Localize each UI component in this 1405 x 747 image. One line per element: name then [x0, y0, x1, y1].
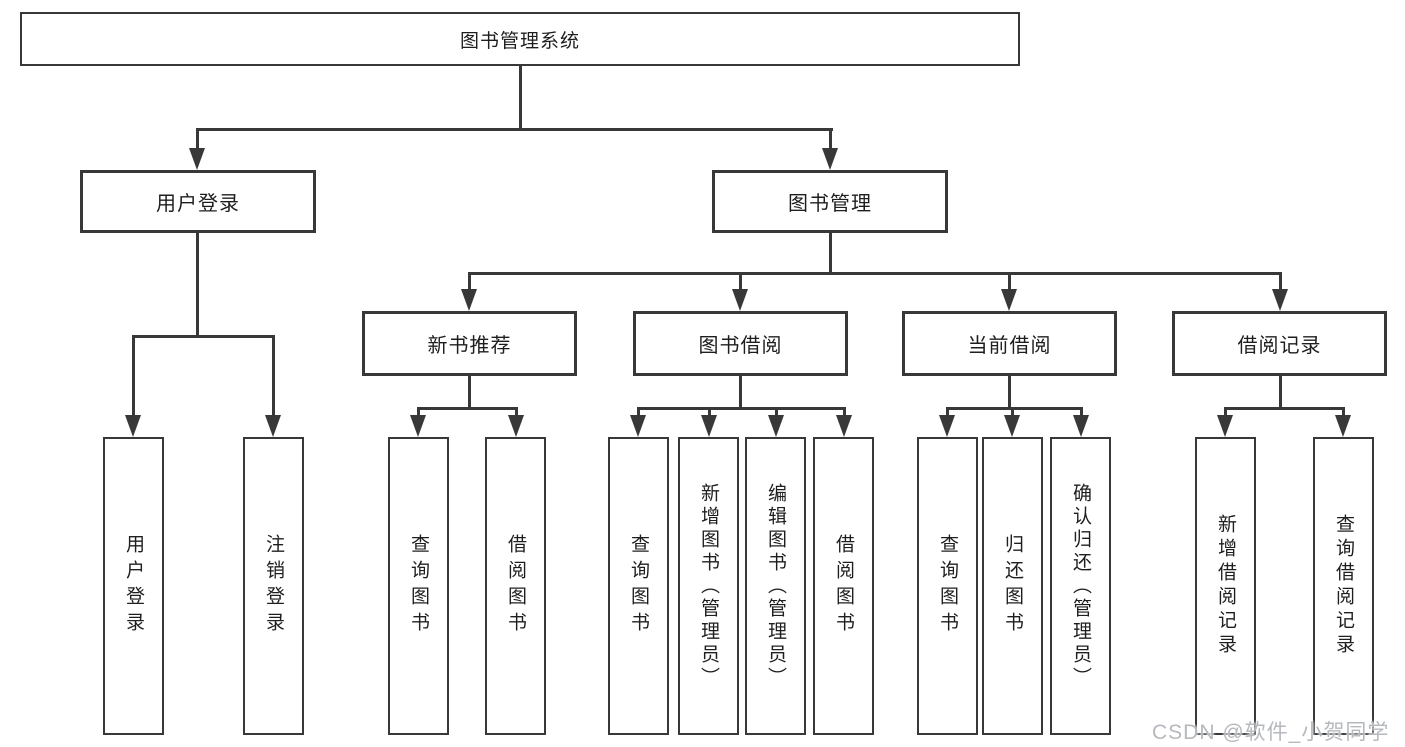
connector-borrow-vline [739, 376, 742, 409]
node-label: 图书管理系统 [459, 30, 580, 52]
connector-records-vline [1279, 376, 1282, 409]
node-label: 查询图书 [937, 534, 958, 638]
node-edit-books-admin: 编辑图书（管理员） [745, 437, 806, 735]
node-label: 借阅图书 [833, 534, 854, 638]
node-query-books-borrow: 查询图书 [608, 437, 669, 735]
node-label: 编辑图书（管理员） [765, 482, 786, 690]
connector-stub [1080, 407, 1083, 417]
node-label: 归还图书 [1002, 534, 1023, 638]
node-label: 图书借阅 [698, 335, 783, 357]
arrow-to-query-record [1335, 415, 1351, 437]
csdn-watermark: CSDN @软件_小贺同学 [1152, 721, 1390, 744]
node-label: 图书管理 [788, 193, 872, 215]
node-borrow-books-recommend: 借阅图书 [485, 437, 546, 735]
connector-stub-recommend [468, 272, 471, 291]
node-logout: 注销登录 [243, 437, 304, 735]
connector-stub [1011, 407, 1014, 417]
node-library-system-root: 图书管理系统 [20, 12, 1020, 66]
connector-stub-current [1008, 272, 1011, 291]
node-label: 用户登录 [156, 193, 240, 215]
node-query-books-recommend: 查询图书 [388, 437, 449, 735]
node-label: 确认归还（管理员） [1070, 482, 1091, 690]
node-label: 用户登录 [123, 534, 144, 638]
node-label: 新书推荐 [427, 335, 512, 357]
connector-stub [775, 407, 778, 417]
node-label: 借阅图书 [505, 534, 526, 638]
arrow-to-current [1001, 289, 1017, 311]
connector-borrow-bus [637, 407, 846, 410]
node-borrow-books-action: 借阅图书 [813, 437, 874, 735]
arrow-to-book-mgmt [822, 148, 838, 170]
node-add-books-admin: 新增图书（管理员） [678, 437, 739, 735]
node-return-books: 归还图书 [982, 437, 1043, 735]
connector-stub [1224, 407, 1227, 417]
node-new-book-recommend: 新书推荐 [362, 311, 577, 376]
connector-records-bus [1224, 407, 1345, 410]
arrow-to-add-books [701, 415, 717, 437]
connector-stub [708, 407, 711, 417]
node-current-borrowing: 当前借阅 [902, 311, 1117, 376]
arrow-to-return-books [1004, 415, 1020, 437]
connector-stub-user-login [196, 128, 199, 150]
connector-stub [417, 407, 420, 417]
connector-root-bus [196, 128, 833, 131]
connector-current-vline [1008, 376, 1011, 409]
arrow-to-add-record [1217, 415, 1233, 437]
connector-stub [637, 407, 640, 417]
connector-stub-book-mgmt [829, 128, 832, 150]
node-label: 当前借阅 [967, 335, 1052, 357]
connector-bookmgmt-vline [829, 233, 832, 275]
node-user-login-action: 用户登录 [103, 437, 164, 735]
arrow-to-query-books-1 [410, 415, 426, 437]
arrow-to-borrow [732, 289, 748, 311]
connector-stub [946, 407, 949, 417]
connector-stub-records [1279, 272, 1282, 291]
connector-recommend-bus [417, 407, 518, 410]
arrow-to-query-books-3 [939, 415, 955, 437]
connector-stub [1342, 407, 1345, 417]
node-label: 查询图书 [628, 534, 649, 638]
arrow-to-confirm-return [1073, 415, 1089, 437]
connector-stub [515, 407, 518, 417]
node-label: 借阅记录 [1237, 335, 1322, 357]
node-user-login: 用户登录 [80, 170, 316, 233]
arrow-to-borrow-books-1 [508, 415, 524, 437]
arrow-to-query-books-2 [630, 415, 646, 437]
node-borrow-records: 借阅记录 [1172, 311, 1387, 376]
arrow-to-recommend [461, 289, 477, 311]
arrow-to-records [1272, 289, 1288, 311]
node-label: 查询图书 [408, 534, 429, 638]
node-label: 新增借阅记录 [1215, 514, 1236, 658]
node-book-borrowing: 图书借阅 [633, 311, 848, 376]
arrow-to-logout [265, 415, 281, 437]
connector-stub-login-action [132, 335, 135, 417]
connector-bookmgmt-bus [468, 272, 1282, 275]
connector-stub [843, 407, 846, 417]
connector-stub-borrow [739, 272, 742, 291]
node-book-management: 图书管理 [712, 170, 948, 233]
connector-userlogin-vline [196, 233, 199, 337]
node-query-books-current: 查询图书 [917, 437, 978, 735]
arrow-to-login-action [125, 415, 141, 437]
node-label: 注销登录 [263, 534, 284, 638]
arrow-to-borrow-books-2 [836, 415, 852, 437]
connector-root-vline [519, 66, 522, 130]
connector-userlogin-bus [132, 335, 275, 338]
arrow-to-edit-books [768, 415, 784, 437]
connector-current-bus [946, 407, 1083, 410]
node-label: 查询借阅记录 [1333, 514, 1354, 658]
node-label: 新增图书（管理员） [698, 482, 719, 690]
arrow-to-user-login [189, 148, 205, 170]
node-confirm-return-admin: 确认归还（管理员） [1050, 437, 1111, 735]
connector-stub-logout [272, 335, 275, 417]
node-query-borrow-record: 查询借阅记录 [1313, 437, 1374, 735]
connector-recommend-vline [468, 376, 471, 409]
node-add-borrow-record: 新增借阅记录 [1195, 437, 1256, 735]
